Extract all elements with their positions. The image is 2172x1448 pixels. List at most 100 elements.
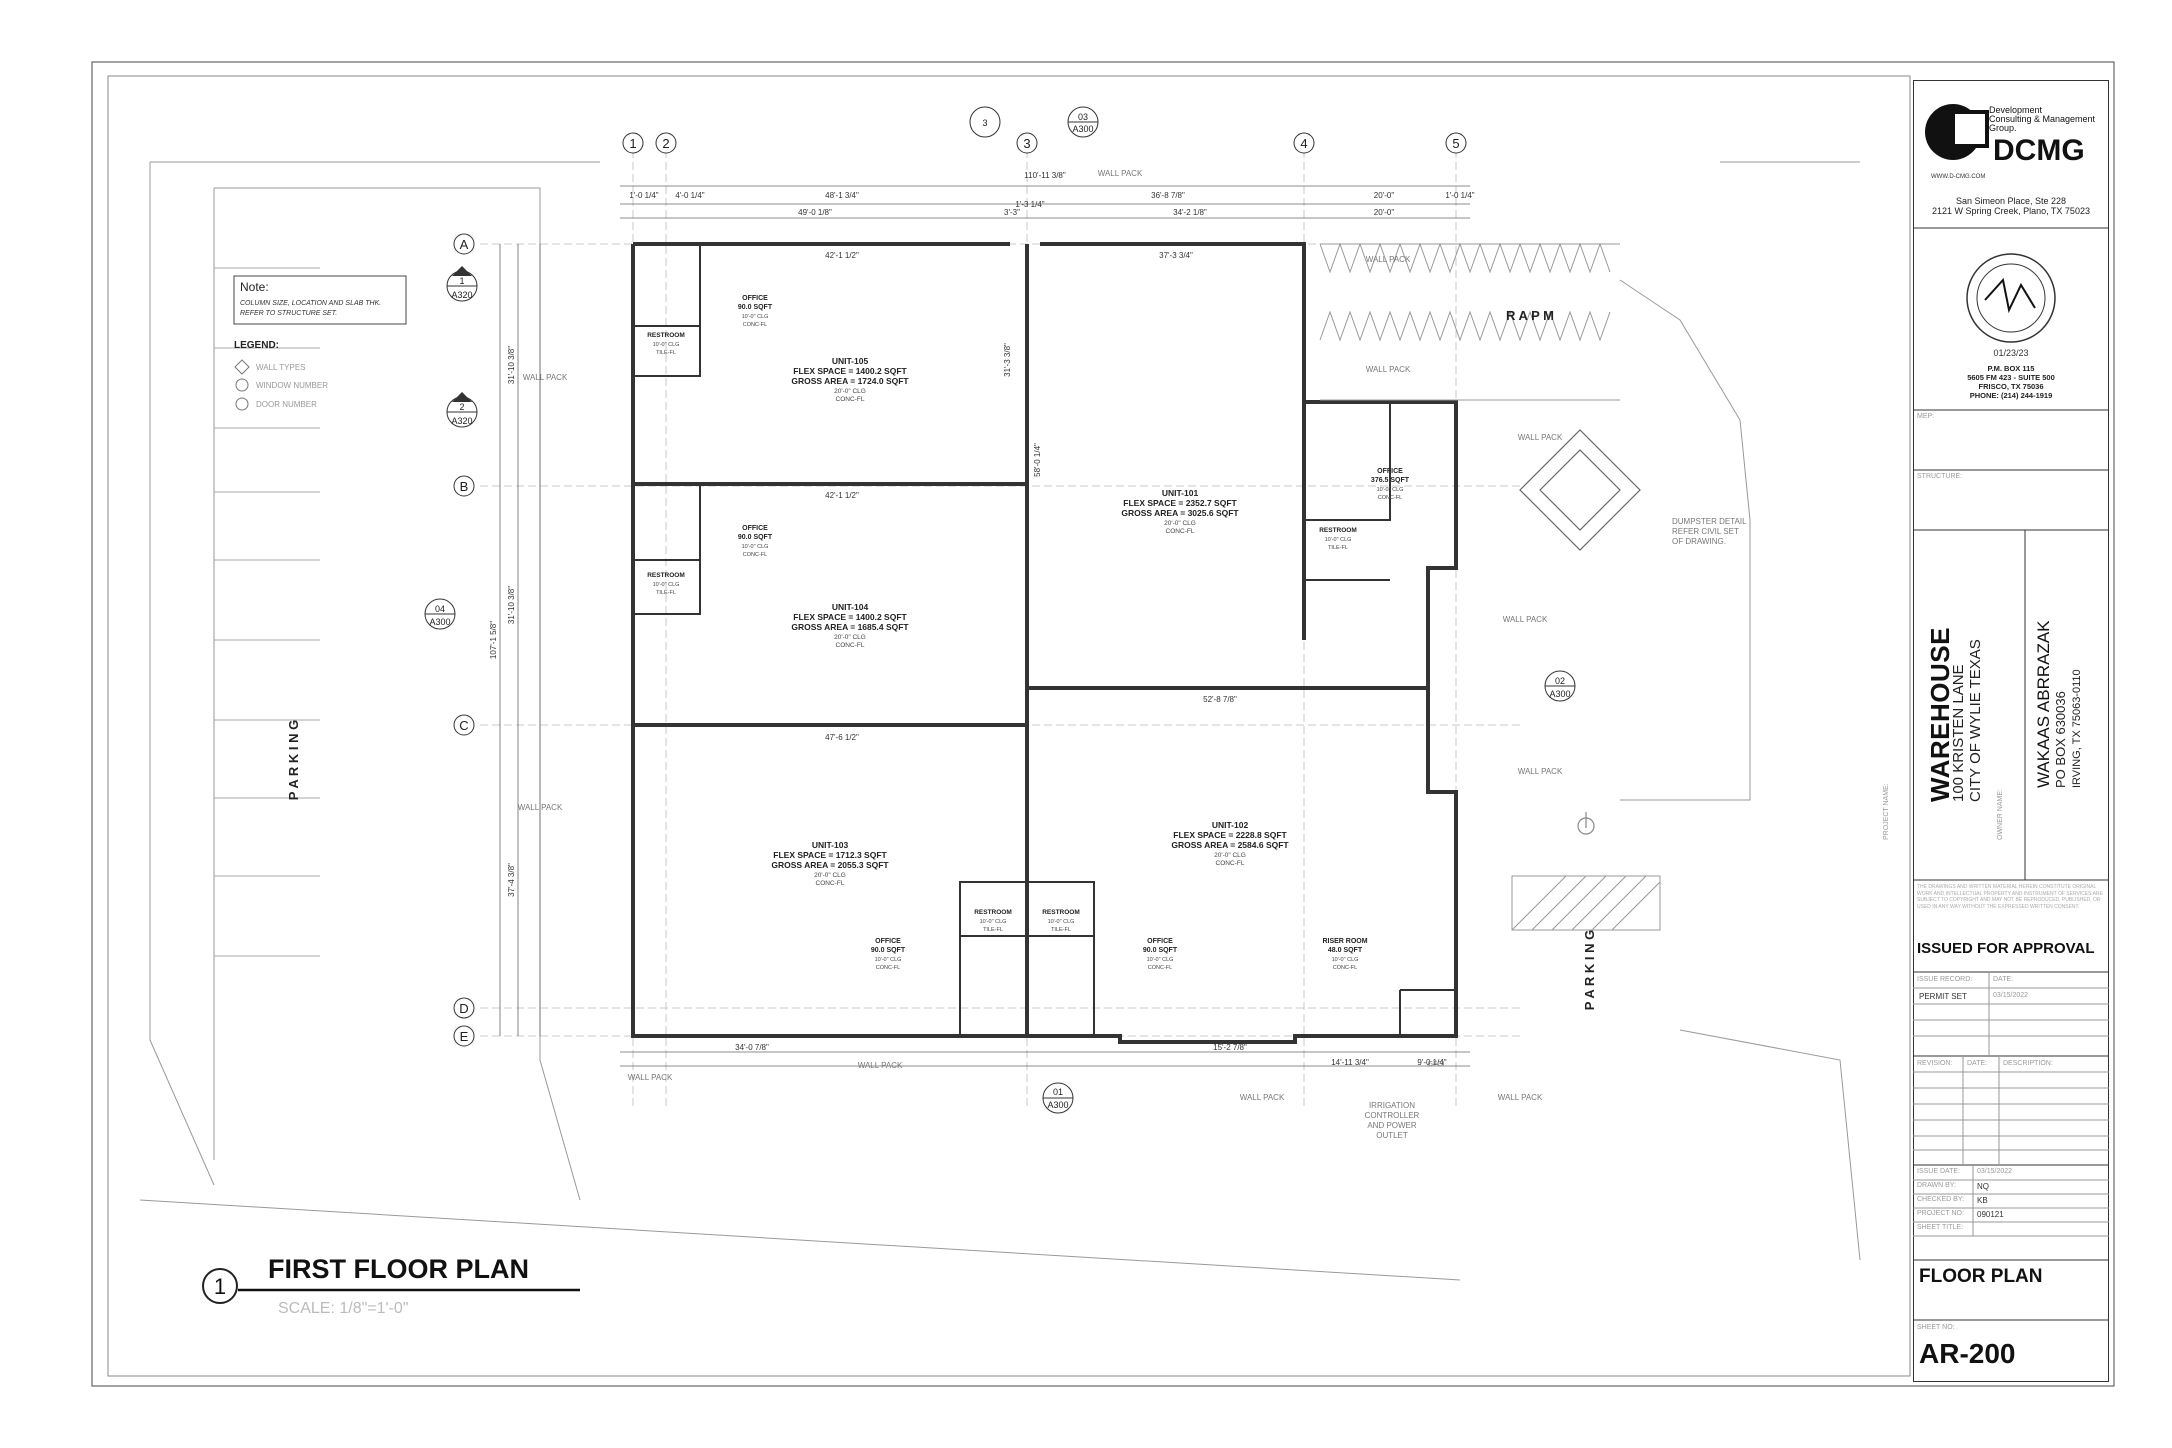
dim-left-a: 31'-10 3/8"	[507, 346, 516, 384]
dim-mid-vertical: 58'-0 1/4"	[1033, 443, 1042, 477]
restroom-labels: RESTROOM RESTROOM RESTROOM RESTROOM REST…	[647, 332, 1357, 916]
engineer-block: P.M. BOX 115 5605 FM 423 - SUITE 500 FRI…	[1913, 364, 2109, 400]
unit-105-clg: 20'-0" CLG	[834, 388, 866, 395]
firm-line3: Group.	[1989, 123, 2017, 133]
riser-room-name: RISER ROOM	[1322, 938, 1367, 945]
firm-address: San Simeon Place, Ste 228 2121 W Spring …	[1913, 196, 2109, 216]
issue-date-label: ISSUE DATE:	[1917, 1168, 1961, 1175]
firm-address-line2: 2121 W Spring Creek, Plano, TX 75023	[1932, 206, 2090, 216]
dumpster-note: DUMPSTER DETAIL REFER CIVIL SET OF DRAWI…	[1672, 517, 1747, 546]
site-text: P A R K I N G P A R K I N G R A P M	[286, 308, 1597, 1010]
firm-name-block: Development Consulting & Management Grou…	[1989, 106, 2095, 133]
drawing-title: FIRST FLOOR PLAN	[268, 1254, 529, 1284]
section-marker-labels: 1 A320 2 A320 3 01 A300 02 A300 03 A300 …	[429, 112, 1570, 1110]
dim-bottom-far-right: 14'-11 3/4"	[1331, 1058, 1369, 1067]
office-103-area: 90.0 SQFT	[871, 947, 906, 954]
owner-addr2: IRVING, TX 75063-0110	[2071, 669, 2083, 788]
restroom-105: RESTROOM	[647, 332, 685, 339]
permit-date: 03/15/2022	[1993, 992, 2029, 999]
grid-col-5: 5	[1452, 136, 1459, 151]
dim-small-1: 1'-0 1/4"	[629, 191, 658, 200]
unit-103-gross: GROSS AREA = 2055.3 SQFT	[771, 860, 889, 870]
restroom-102-clg: 10'-0" CLG	[1048, 919, 1075, 925]
restroom-104: RESTROOM	[647, 572, 685, 579]
unit-105-name: UNIT-105	[832, 356, 869, 366]
restroom-103: RESTROOM	[974, 909, 1012, 916]
dim-small-2: 4'-0 1/4"	[675, 191, 704, 200]
dim-bottom-left: 34'-0 7/8"	[735, 1043, 769, 1052]
section-02-sheet: A300	[1549, 689, 1570, 699]
parking-right: P A R K I N G	[1582, 930, 1597, 1010]
dim-unit105-top: 42'-1 1/2"	[825, 251, 859, 260]
firm-address-line1: San Simeon Place, Ste 228	[1955, 196, 2067, 206]
small-room-sub-labels: 10'-0" CLG CONC-FL 10'-0" CLG CONC-FL 10…	[742, 314, 1404, 971]
project-no-value: 090121	[1977, 1210, 2004, 1219]
wall-pack-9: WALL PACK	[628, 1073, 673, 1082]
wall-pack-4: WALL PACK	[1518, 433, 1563, 442]
office-103-name: OFFICE	[875, 938, 901, 945]
riser-room-fl: CONC-FL	[1333, 965, 1357, 971]
grid-row-e: E	[460, 1029, 469, 1044]
description-label: DESCRIPTION:	[2003, 1060, 2053, 1067]
office-102-clg: 10'-0" CLG	[1147, 957, 1174, 963]
office-101-clg: 10'-0" CLG	[1377, 487, 1404, 493]
unit-101-fl: CONC-FL	[1166, 528, 1195, 535]
issue-date-value: 03/15/2022	[1977, 1168, 2013, 1175]
unit-102-fl: CONC-FL	[1216, 860, 1245, 867]
sheet-title-label: SHEET TITLE:	[1917, 1224, 1964, 1231]
unit-101-gross: GROSS AREA = 3025.6 SQFT	[1121, 508, 1239, 518]
site-boundary	[139, 161, 1861, 1281]
grid-row-b: B	[460, 479, 469, 494]
legend-window-number: WINDOW NUMBER	[256, 381, 328, 390]
dim-second-mid: 34'-2 1/8"	[1173, 208, 1207, 217]
section-1-sheet: A320	[451, 290, 472, 300]
seal-date: 01/23/23	[1993, 348, 2029, 358]
revision-label: REVISION:	[1917, 1060, 1953, 1067]
grid-col-2: 2	[662, 136, 669, 151]
office-104-fl: CONC-FL	[743, 552, 767, 558]
accessibility-icon	[1577, 812, 1595, 835]
dim-second-left: 49'-0 1/8"	[798, 208, 832, 217]
ramp-hatch	[1319, 242, 1620, 401]
unit-104-clg: 20'-0" CLG	[834, 634, 866, 641]
dim-bottom-right: 15'-2 7/8"	[1213, 1043, 1247, 1052]
dim-top-right: 20'-0"	[1374, 191, 1395, 200]
unit-102-gross: GROSS AREA = 2584.6 SQFT	[1171, 840, 1289, 850]
unit-labels: UNIT-105 FLEX SPACE = 1400.2 SQFT GROSS …	[771, 356, 1289, 870]
unit-103-clg: 20'-0" CLG	[814, 872, 846, 879]
wall-pack-3: WALL PACK	[1366, 365, 1411, 374]
issue-date-col-label: DATE:	[1993, 976, 2014, 983]
dim-top-mid: 36'-8 7/8"	[1151, 191, 1185, 200]
riser-room-area: 48.0 SQFT	[1328, 947, 1363, 954]
door-number-symbol	[235, 397, 249, 411]
rev-date-label: DATE:	[1967, 1060, 1988, 1067]
owner-name: WAKAAS ABRRAZAK	[2034, 620, 2053, 788]
office-102-area: 90.0 SQFT	[1143, 947, 1178, 954]
unit-101-name: UNIT-101	[1162, 488, 1199, 498]
irrigation-line2: CONTROLLER	[1365, 1111, 1420, 1120]
grid-col-3: 3	[1023, 136, 1030, 151]
unit-104-fl: CONC-FL	[836, 642, 865, 649]
checked-by-label: CHECKED BY:	[1917, 1196, 1965, 1203]
section-04-num: 04	[435, 604, 445, 614]
office-102-fl: CONC-FL	[1148, 965, 1172, 971]
project-name-label: PROJECT NAME:	[1883, 783, 1890, 840]
irrigation-line4: OUTLET	[1376, 1131, 1408, 1140]
section-01-num: 01	[1053, 1087, 1063, 1097]
engineer-line4: PHONE: (214) 244-1919	[1969, 391, 2053, 400]
note-box	[233, 275, 407, 325]
project-title-block: WAREHOUSE 100 KRISTEN LANE CITY OF WYLIE…	[1925, 627, 1984, 802]
grid-row-a: A	[460, 237, 469, 252]
restroom-105-clg: 10'-0" CLG	[653, 342, 680, 348]
office-102-name: OFFICE	[1147, 938, 1173, 945]
dim-left-total: 107'-1 5/8"	[489, 621, 498, 659]
dumpster-line2: REFER CIVIL SET	[1672, 527, 1739, 536]
office-104-clg: 10'-0" CLG	[742, 544, 769, 550]
dumpster-enclosure	[1519, 429, 1641, 551]
office-104-area: 90.0 SQFT	[738, 534, 773, 541]
legend-heading: LEGEND:	[234, 340, 279, 351]
owner-block: WAKAAS ABRRAZAK PO BOX 630036 IRVING, TX…	[2034, 620, 2086, 788]
section-03-sheet: A300	[1072, 124, 1093, 134]
note-line2: REFER TO STRUCTURE SET.	[240, 310, 337, 317]
mep-label: MEP:	[1917, 413, 1935, 420]
